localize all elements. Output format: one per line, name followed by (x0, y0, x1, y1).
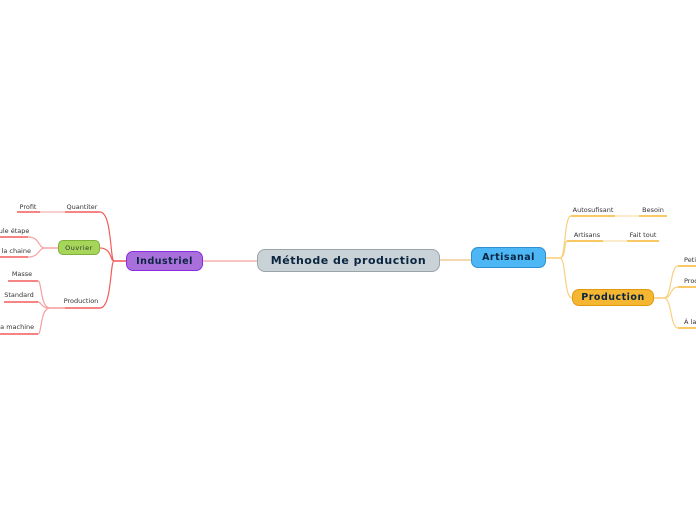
subtopic-quantiter[interactable]: Quantiter (66, 203, 98, 211)
subtopic-prod[interactable]: Prod (684, 277, 696, 285)
subtopic-a-la-chaine[interactable]: À la chaine (0, 247, 31, 255)
topic-artisanal[interactable]: Artisanal (471, 247, 546, 268)
subtopic-petit[interactable]: Petit (684, 256, 696, 264)
connector-production-left (99, 260, 126, 309)
central-topic[interactable]: Méthode de production (257, 249, 440, 272)
subtopic-artisans[interactable]: Artisans (573, 231, 601, 239)
subtopic-a-la-machine[interactable]: À la machine (0, 323, 35, 331)
topic-industriel[interactable]: Industriel (126, 251, 203, 271)
subtopic-masse[interactable]: Masse (11, 270, 33, 278)
connector-quantiter (99, 211, 126, 262)
topic-production-artisanal[interactable]: Production (572, 289, 654, 306)
subtopic-autosufisant[interactable]: Autosufisant (572, 206, 614, 214)
topic-ouvrier[interactable]: Ouvrier (58, 240, 100, 255)
subtopic-seule-etape[interactable]: Seule étape (0, 227, 30, 235)
subtopic-standard[interactable]: Standard (4, 291, 34, 299)
subtopic-besoin[interactable]: Besoin (642, 206, 664, 214)
subtopic-profit[interactable]: Profit (19, 203, 37, 211)
subtopic-a-la[interactable]: À la (684, 318, 696, 326)
subtopic-fait-tout[interactable]: Fait tout (629, 231, 657, 239)
subtopic-production-left[interactable]: Production (63, 297, 99, 305)
